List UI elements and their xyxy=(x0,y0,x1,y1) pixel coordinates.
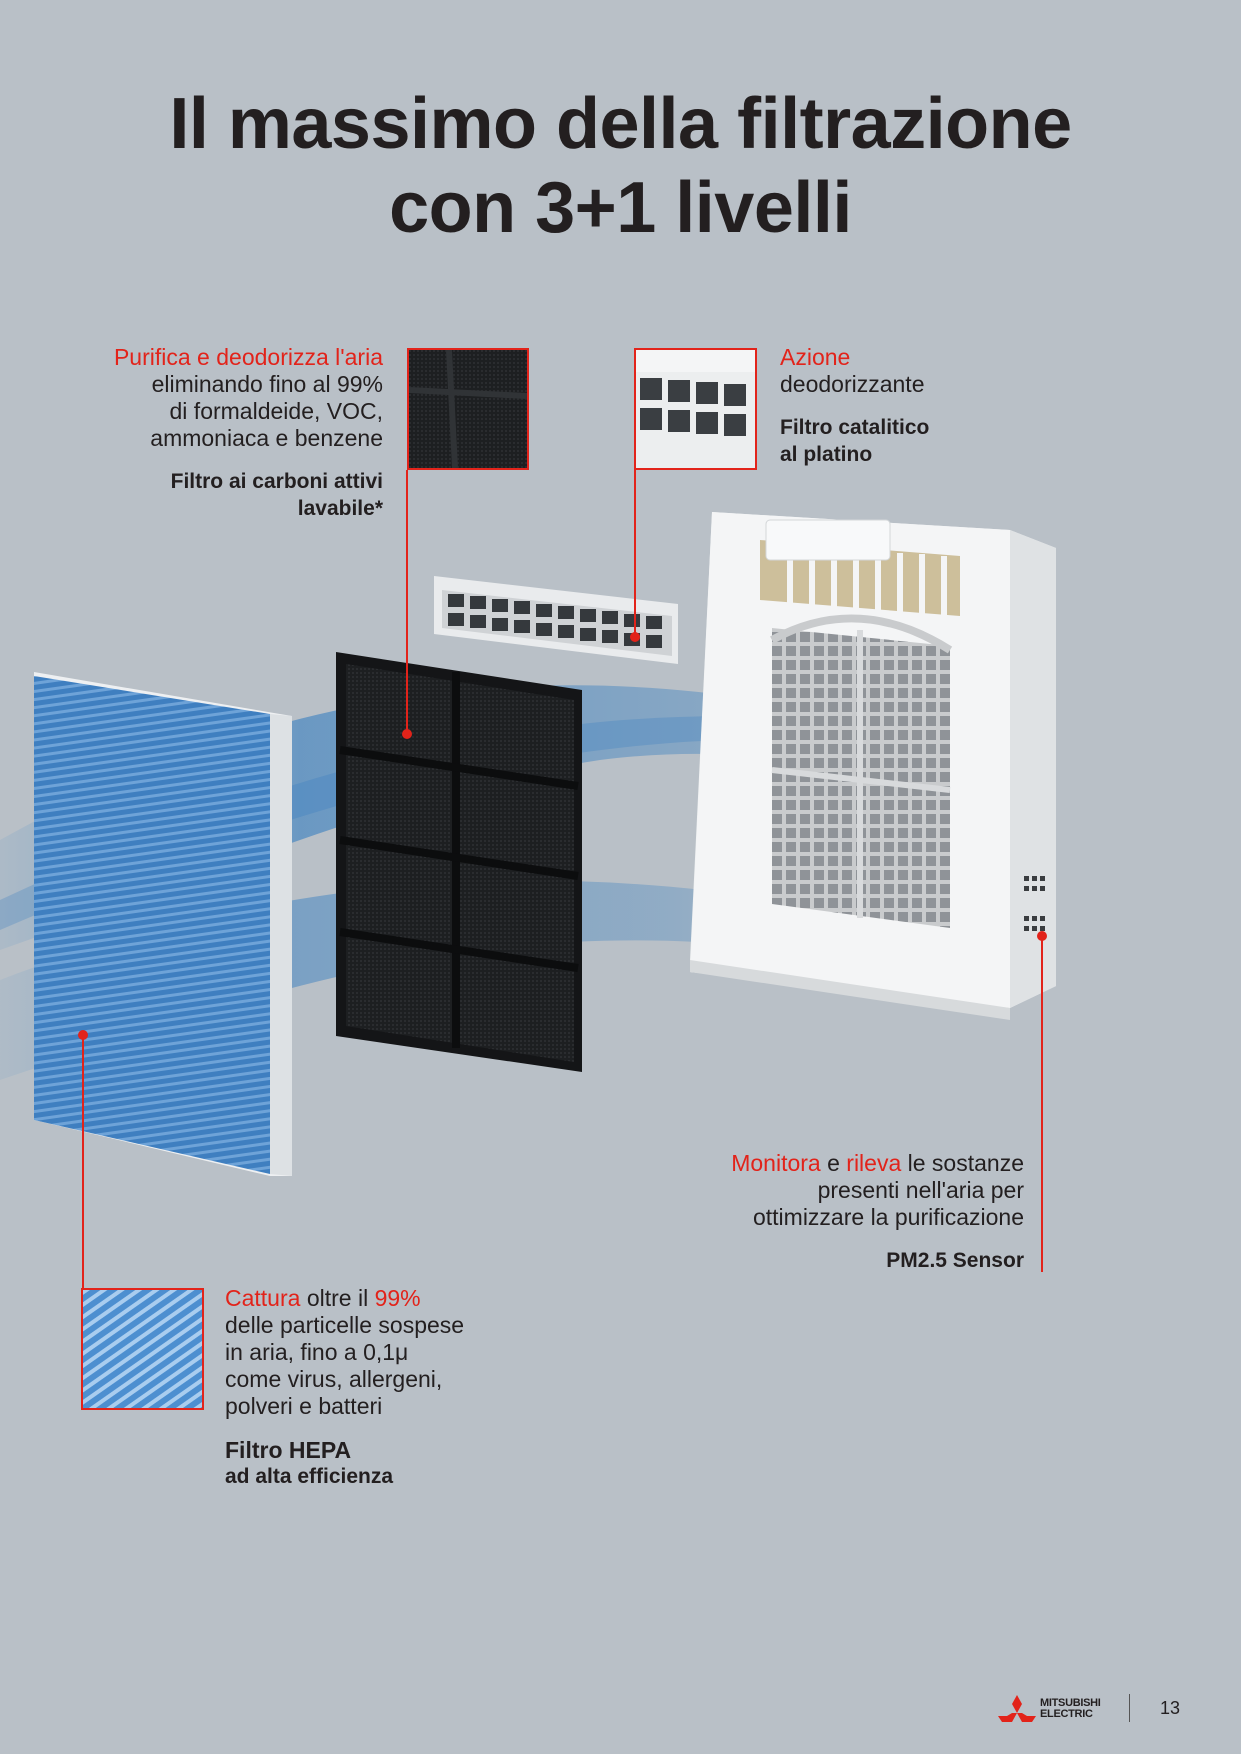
carbon-line-2: di formaldeide, VOC, xyxy=(169,398,383,424)
hepa-line-2: delle particelle sospese xyxy=(225,1312,465,1338)
catalytic-name-1: Filtro catalitico xyxy=(780,416,930,439)
carbon-filter xyxy=(336,652,582,1072)
sensor-highlight-2: rileva xyxy=(846,1150,902,1176)
carbon-swatch xyxy=(407,348,529,470)
page-title: Il massimo della filtrazione con 3+1 liv… xyxy=(0,82,1241,250)
sensor-line-3: ottimizzare la purificazione xyxy=(752,1204,1024,1230)
sensor-conj: e xyxy=(820,1150,847,1176)
callout-dots xyxy=(78,632,1047,1040)
hepa-highlight-2: 99% xyxy=(374,1285,421,1311)
brand-name: MITSUBISHI ELECTRIC xyxy=(1040,1698,1101,1720)
sensor-callout: Monitora e rileva le sostanze presenti n… xyxy=(640,1150,1024,1274)
catalytic-filter xyxy=(434,576,678,664)
catalytic-filter-callout: Azione deodorizzante Filtro catalitico a… xyxy=(780,344,1040,468)
hepa-swatch xyxy=(81,1288,204,1410)
carbon-name-2: lavabile* xyxy=(297,497,383,520)
hepa-line-5: polveri e batteri xyxy=(225,1393,383,1419)
hepa-highlight-1: Cattura xyxy=(225,1285,301,1311)
callout-lines xyxy=(82,470,1043,1290)
mitsubishi-logo-icon xyxy=(998,1695,1036,1722)
hepa-callout: Cattura oltre il 99% delle particelle so… xyxy=(225,1285,545,1490)
hepa-line-1: Cattura oltre il 99% xyxy=(225,1285,545,1312)
title-line-1: Il massimo della filtrazione xyxy=(169,84,1072,164)
brand-line-1: MITSUBISHI xyxy=(1040,1697,1101,1709)
catalytic-line: deodorizzante xyxy=(780,371,925,397)
page-number: 13 xyxy=(1160,1698,1181,1718)
title-line-2: con 3+1 livelli xyxy=(389,168,852,248)
carbon-line-3: ammoniaca e benzene xyxy=(150,425,383,451)
catalytic-swatch xyxy=(634,348,757,470)
carbon-line-1: eliminando fino al 99% xyxy=(151,371,383,397)
carbon-highlight: Purifica e deodorizza l'aria xyxy=(113,344,383,370)
hepa-line-4: come virus, allergeni, xyxy=(225,1366,443,1392)
hepa-name-1: Filtro HEPA xyxy=(225,1437,352,1463)
sensor-highlight-1: Monitora xyxy=(731,1150,821,1176)
sensor-rest: le sostanze xyxy=(901,1150,1024,1176)
carbon-filter-callout: Purifica e deodorizza l'aria eliminando … xyxy=(40,344,383,522)
sensor-name: PM2.5 Sensor xyxy=(886,1249,1024,1272)
brand-line-2: ELECTRIC xyxy=(1040,1708,1093,1720)
hepa-filter xyxy=(34,672,292,1176)
hepa-line-3: in aria, fino a 0,1μ xyxy=(225,1339,409,1365)
carbon-name-1: Filtro ai carboni attivi xyxy=(170,470,383,493)
sensor-line-1: Monitora e rileva le sostanze xyxy=(640,1150,1024,1177)
footer-divider xyxy=(1129,1694,1130,1722)
hepa-name-2: ad alta efficienza xyxy=(225,1465,394,1488)
catalytic-name-2: al platino xyxy=(780,443,873,466)
sensor-line-2: presenti nell'aria per xyxy=(817,1177,1024,1203)
catalytic-highlight: Azione xyxy=(780,344,851,370)
hepa-conj: oltre il xyxy=(300,1285,375,1311)
purifier-unit xyxy=(690,512,1056,1020)
